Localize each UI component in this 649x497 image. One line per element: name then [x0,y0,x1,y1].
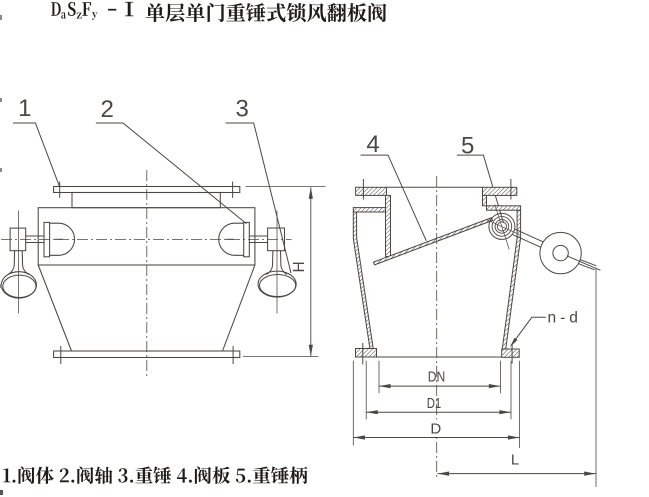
svg-text:3: 3 [236,96,249,123]
svg-text:L: L [511,451,519,468]
svg-text:H: H [291,261,308,272]
svg-text:5: 5 [461,132,474,159]
svg-text:1: 1 [18,95,31,122]
svg-text:4: 4 [366,131,379,158]
svg-text:2: 2 [101,96,114,123]
svg-text:DN: DN [428,369,446,386]
svg-text:D1: D1 [427,395,442,412]
svg-text:n-d: n-d [548,309,582,326]
svg-text:D: D [430,420,441,437]
